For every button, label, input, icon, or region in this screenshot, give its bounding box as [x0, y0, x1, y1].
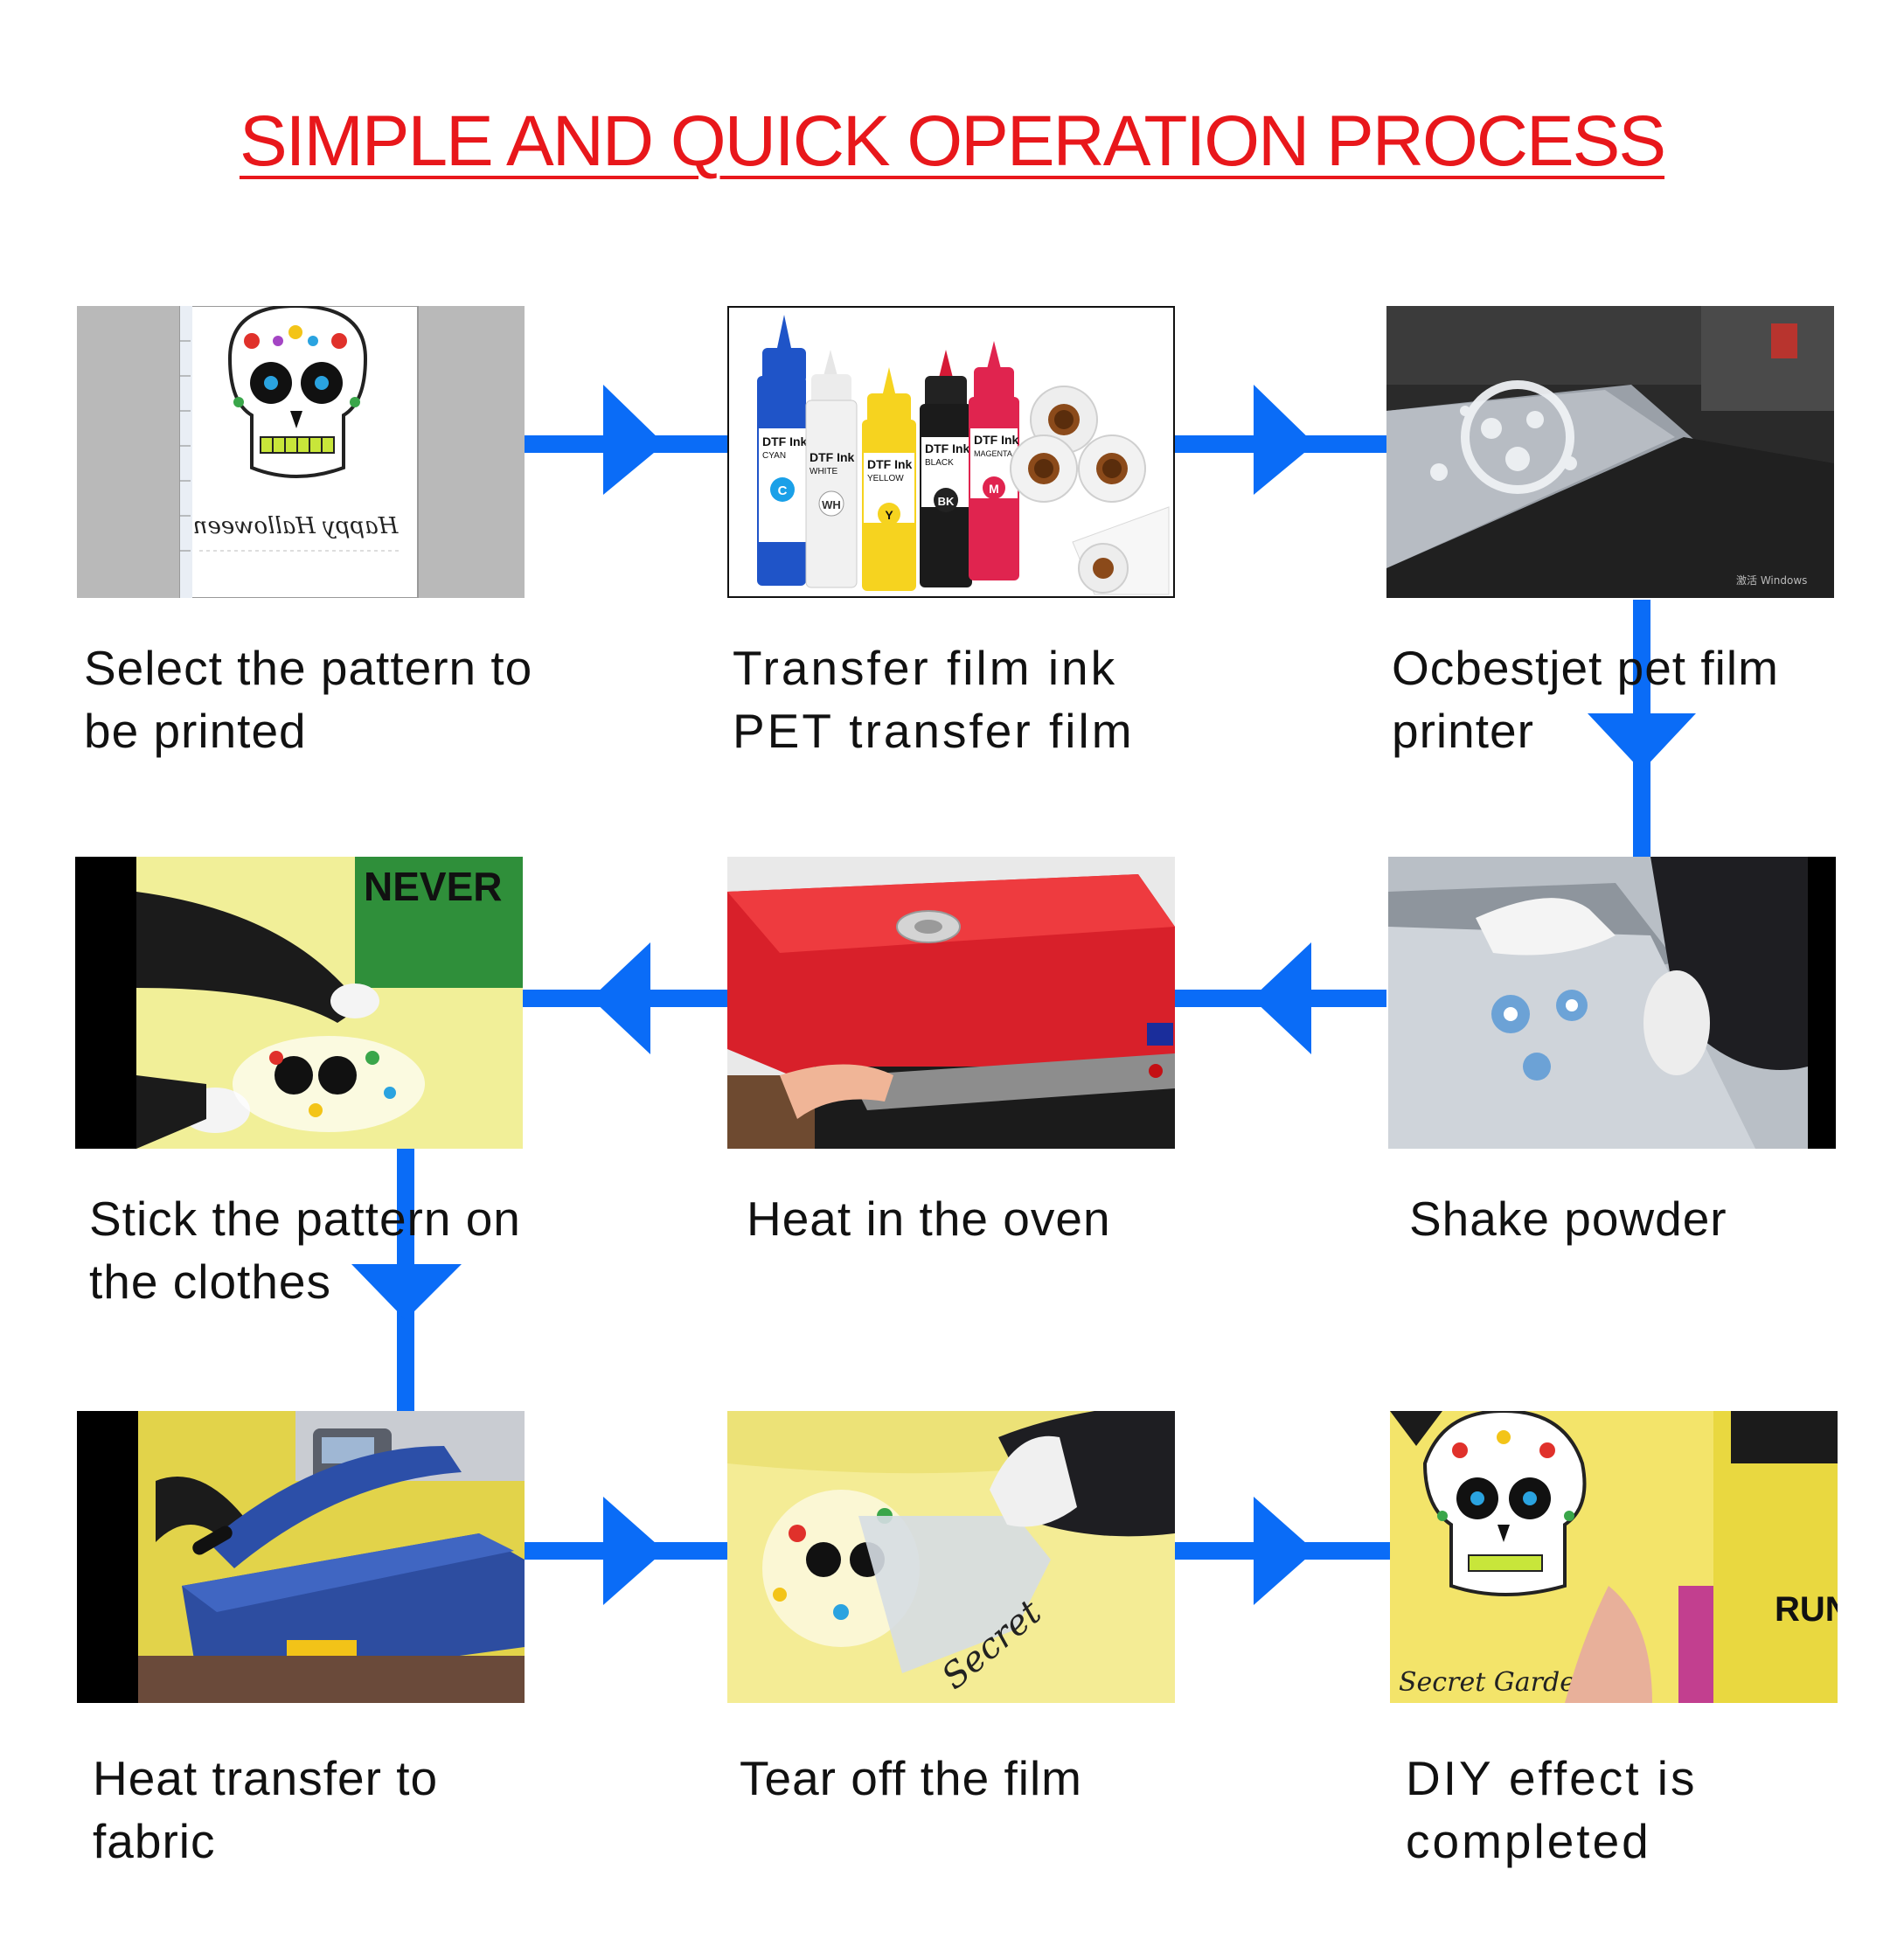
step-6-image — [1388, 857, 1836, 1149]
step-3-image: 激活 Windows — [1386, 306, 1834, 598]
step-1-image: Happy Halloween — [77, 306, 525, 598]
svg-text:DTF Ink: DTF Ink — [762, 434, 808, 448]
svg-text:WH: WH — [822, 498, 841, 511]
step-7-caption: Heat transfer to fabric — [93, 1751, 439, 1868]
svg-text:激活 Windows: 激活 Windows — [1736, 574, 1807, 587]
step-6-caption: Shake powder — [1409, 1192, 1727, 1246]
tear-film-image: Secret — [727, 1411, 1175, 1703]
step-1-caption: Select the pattern to be printed — [84, 641, 533, 758]
svg-text:DTF Ink: DTF Ink — [810, 450, 855, 464]
step-9-caption: DIY effect is completed — [1406, 1751, 1698, 1868]
arrow-left-icon — [1252, 942, 1311, 1054]
film-roll-icon — [1010, 386, 1170, 595]
svg-text:Secret Garden: Secret Garden — [1399, 1667, 1592, 1698]
page-title: SIMPLE AND QUICK OPERATION PROCESS — [0, 101, 1904, 183]
svg-text:M: M — [989, 482, 999, 496]
svg-text:CYAN: CYAN — [762, 451, 786, 461]
arrow-left-icon — [591, 942, 650, 1054]
step-7-image — [77, 1411, 525, 1703]
printer-image: 激活 Windows — [1386, 306, 1834, 598]
arrow-down-icon — [1588, 713, 1696, 771]
svg-text:RUN: RUN — [1775, 1590, 1838, 1629]
arrow-right-icon — [603, 385, 664, 495]
step-2-image: DTF Ink CYAN C DTF Ink WHITE WH DTF Ink … — [727, 306, 1175, 598]
svg-text:YELLOW: YELLOW — [867, 474, 904, 483]
finished-shirt-image: Secret Garden RUN — [1390, 1411, 1838, 1703]
skull-pattern-image: Happy Halloween — [77, 306, 525, 598]
step-4-image: NEVER — [75, 857, 523, 1149]
step-3-caption: Ocbestjet pet film printer — [1392, 641, 1779, 758]
step-4-caption: Stick the pattern on the clothes — [89, 1192, 521, 1309]
svg-text:C: C — [778, 483, 788, 498]
svg-text:BLACK: BLACK — [925, 458, 954, 468]
stick-pattern-image: NEVER — [75, 857, 523, 1149]
svg-text:Y: Y — [885, 508, 893, 522]
heat-press-image — [77, 1411, 525, 1703]
step-9-image: Secret Garden RUN — [1390, 1411, 1838, 1703]
arrow-right-icon — [603, 1497, 664, 1605]
ink-bottles-image: DTF Ink CYAN C DTF Ink WHITE WH DTF Ink … — [727, 306, 1175, 598]
step-2-caption: Transfer film ink PET transfer film — [733, 641, 1135, 758]
arrow-right-icon — [1254, 385, 1315, 495]
svg-text:DTF Ink: DTF Ink — [867, 457, 913, 471]
arrow-right-icon — [1254, 1497, 1315, 1605]
svg-text:DTF Ink: DTF Ink — [925, 441, 970, 455]
oven-image — [727, 857, 1175, 1149]
halloween-text: Happy Halloween — [193, 513, 400, 539]
svg-text:DTF Ink: DTF Ink — [974, 433, 1019, 447]
page-title-text: SIMPLE AND QUICK OPERATION PROCESS — [239, 101, 1666, 181]
svg-text:MAGENTA: MAGENTA — [974, 449, 1012, 458]
svg-text:NEVER: NEVER — [364, 864, 502, 909]
step-8-image: Secret — [727, 1411, 1175, 1703]
step-5-image — [727, 857, 1175, 1149]
svg-text:BK: BK — [938, 495, 955, 508]
arrow-down-icon — [351, 1264, 462, 1320]
shake-powder-image — [1388, 857, 1836, 1149]
step-8-caption: Tear off the film — [740, 1751, 1082, 1805]
step-5-caption: Heat in the oven — [747, 1192, 1111, 1246]
svg-text:WHITE: WHITE — [810, 467, 838, 476]
